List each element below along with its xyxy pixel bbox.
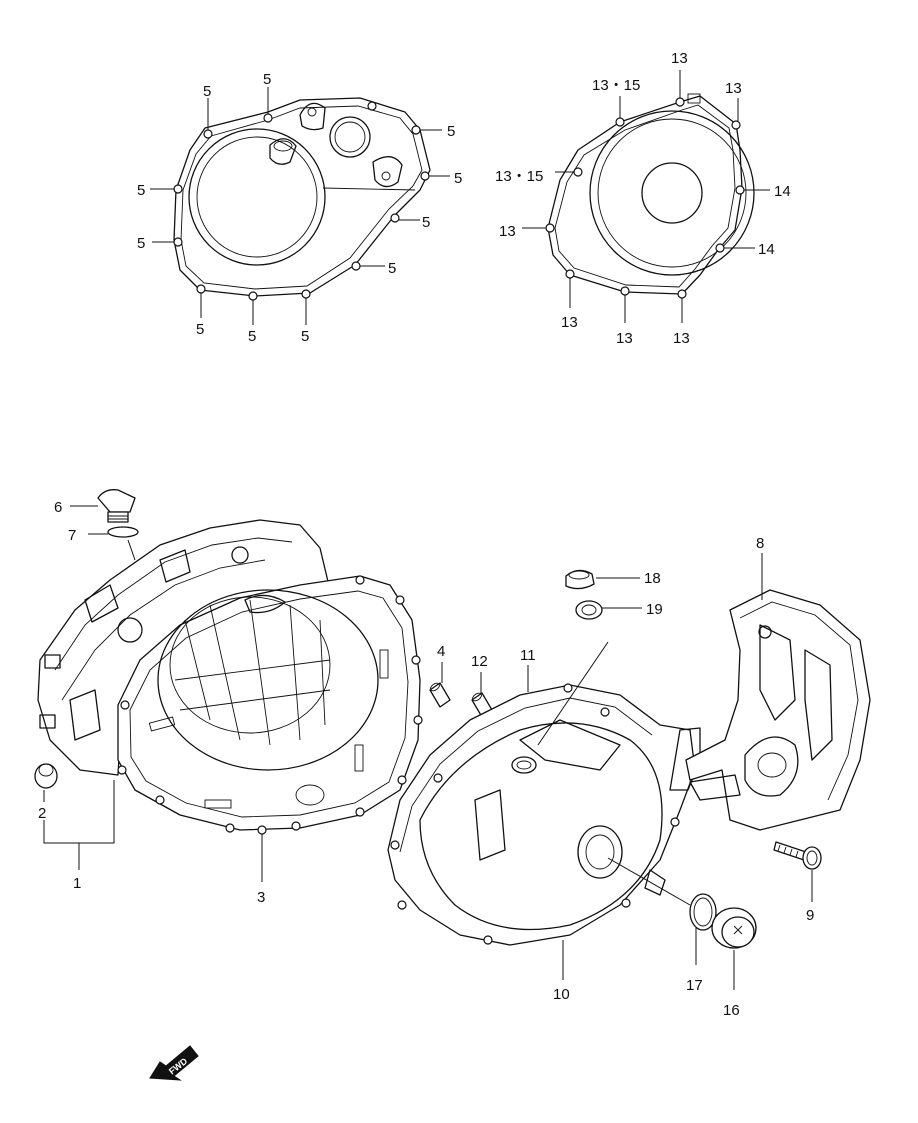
clutch-cover-assembly [37, 519, 423, 835]
callout-13-15: 13・15 [592, 77, 640, 94]
callout-3: 3 [257, 889, 265, 906]
callout-16: 16 [723, 1002, 740, 1019]
callout-5: 5 [301, 328, 309, 345]
callout-5: 5 [447, 123, 455, 140]
callout-1: 1 [73, 875, 81, 892]
oil-filler-cap [97, 489, 136, 523]
callout-5: 5 [388, 260, 396, 277]
callout-14: 14 [774, 183, 791, 200]
generator-cover-gasket [522, 70, 770, 323]
callout-4: 4 [437, 643, 445, 660]
callout-5: 5 [422, 214, 430, 231]
callout-5: 5 [137, 235, 145, 252]
callout-7: 7 [68, 527, 76, 544]
cap-18 [565, 569, 595, 590]
callout-5: 5 [454, 170, 462, 187]
callout-18: 18 [644, 570, 661, 587]
callout-5: 5 [137, 182, 145, 199]
callout-13: 13 [616, 330, 633, 347]
generator-cover-assembly [387, 683, 701, 946]
sprocket-cover [685, 589, 871, 831]
callout-8: 8 [756, 535, 764, 552]
callout-12: 12 [471, 653, 488, 670]
bolt-9 [773, 841, 822, 870]
o-ring-7 [107, 526, 139, 538]
o-ring-19 [575, 600, 603, 620]
callout-13: 13 [673, 330, 690, 347]
callout-13: 13 [499, 223, 516, 240]
callout-10: 10 [553, 986, 570, 1003]
callout-5: 5 [263, 71, 271, 88]
callout-17: 17 [686, 977, 703, 994]
callout-11: 11 [520, 647, 536, 664]
callout-6: 6 [54, 499, 62, 516]
callout-13: 13 [725, 80, 742, 97]
callout-9: 9 [806, 907, 814, 924]
plug-2 [34, 763, 58, 789]
callout-5: 5 [203, 83, 211, 100]
o-ring-17 [689, 893, 717, 931]
callout-13: 13 [561, 314, 578, 331]
fwd-arrow-icon: FWD [149, 1045, 199, 1081]
callout-14: 14 [758, 241, 775, 258]
clutch-cover-gasket [150, 87, 450, 325]
callout-5: 5 [196, 321, 204, 338]
callout-5: 5 [248, 328, 256, 345]
callout-2: 2 [38, 805, 46, 822]
dowel-pin-4 [429, 682, 451, 708]
callout-13-15: 13・15 [495, 168, 543, 185]
callout-13: 13 [671, 50, 688, 67]
callout-19: 19 [646, 601, 663, 618]
plug-16 [711, 907, 757, 949]
